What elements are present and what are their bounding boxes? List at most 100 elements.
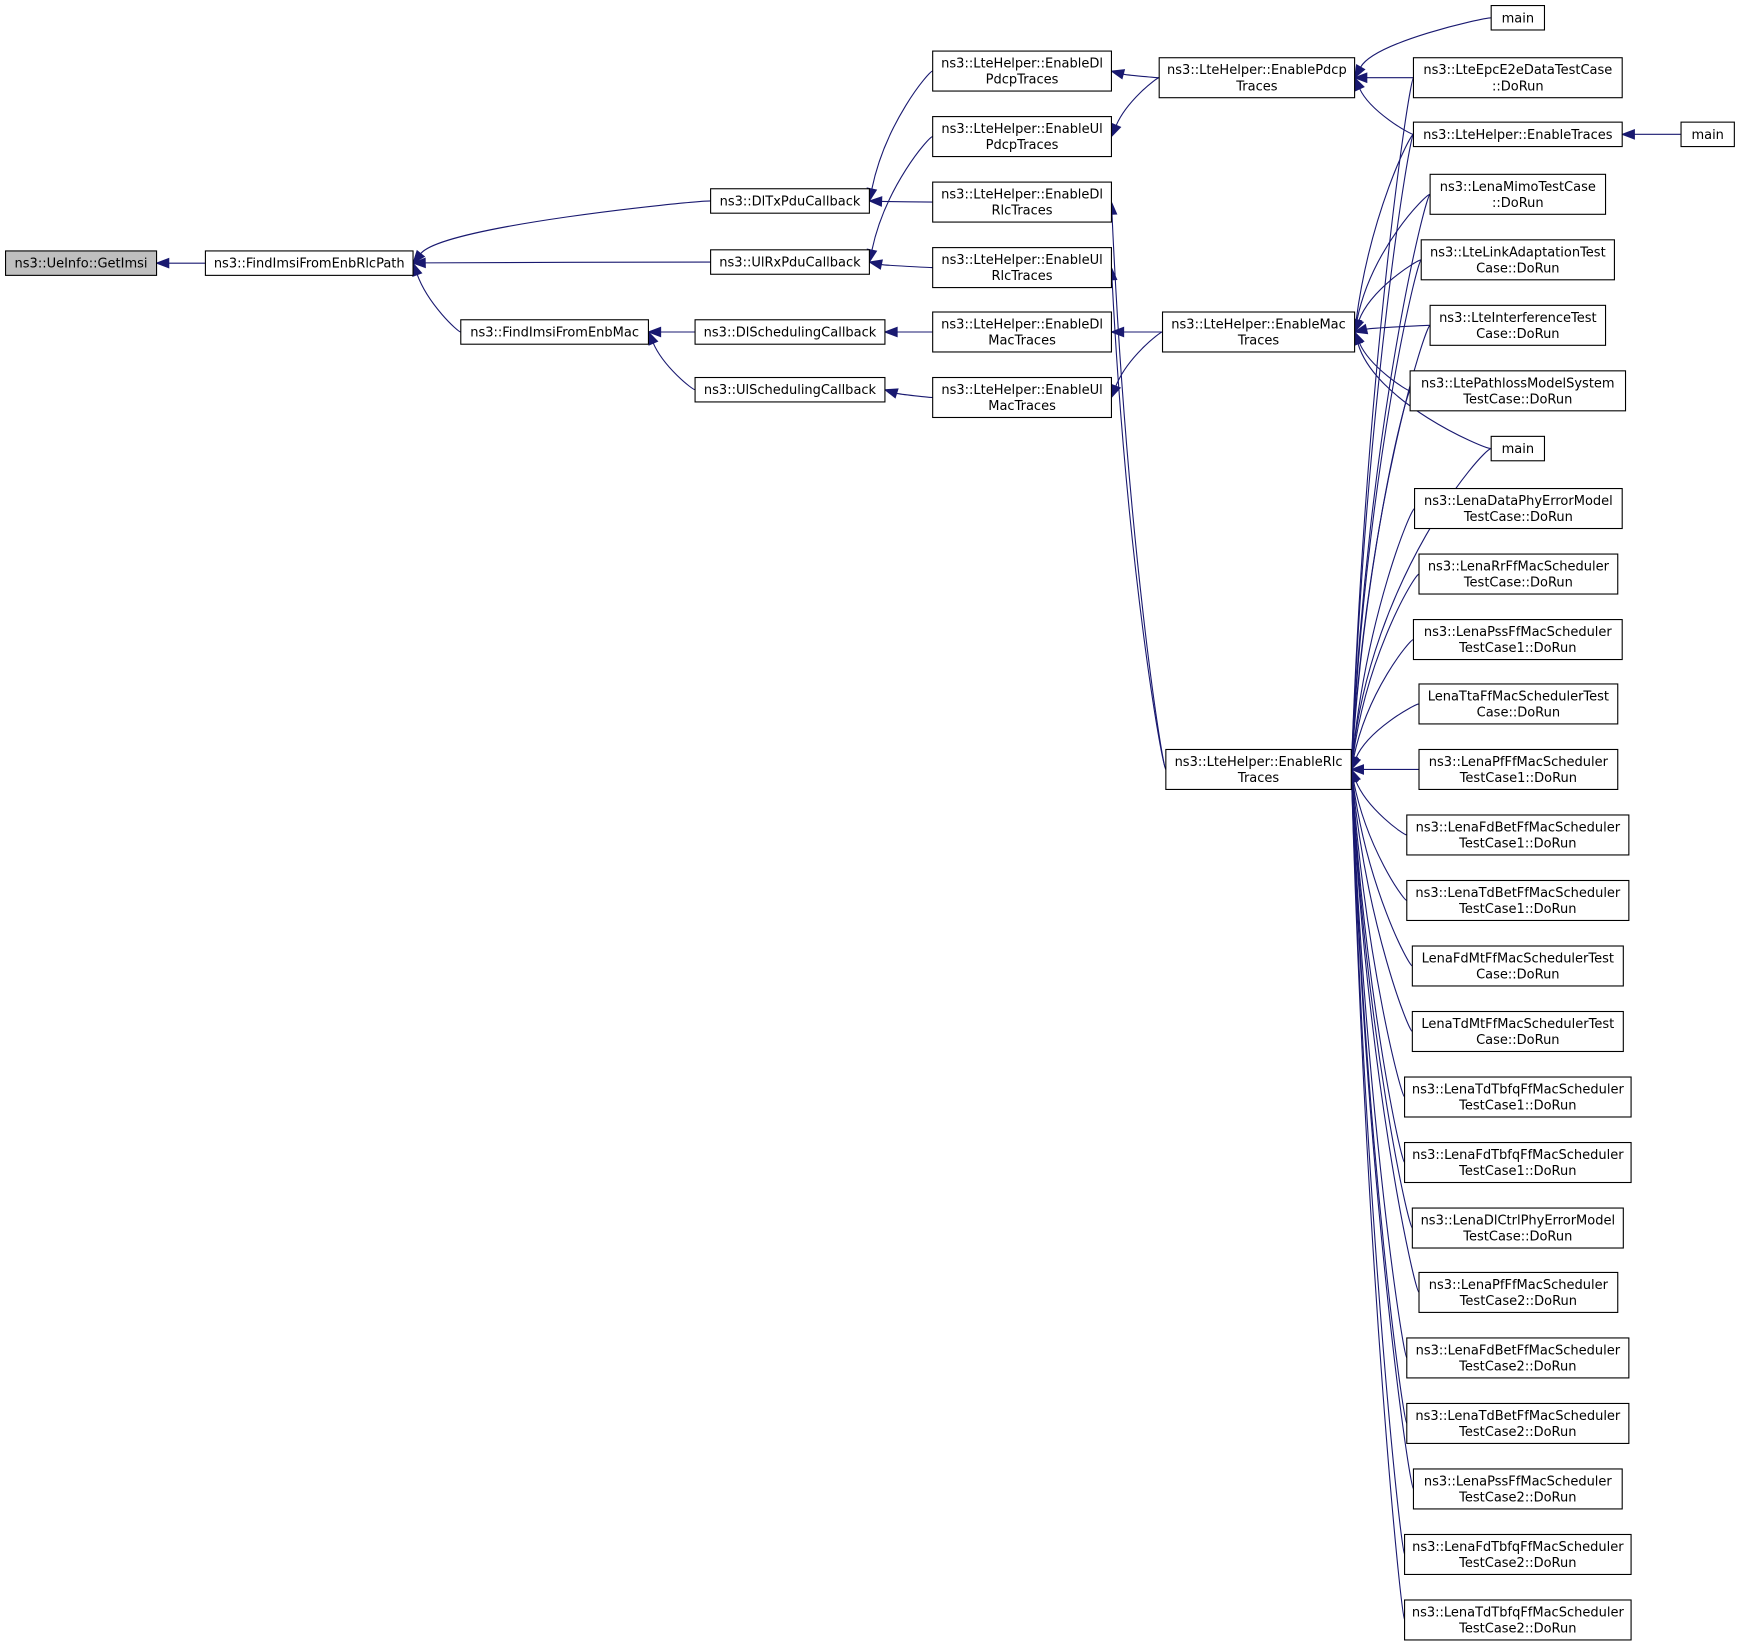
node-main3[interactable]: main	[1490, 435, 1546, 462]
node-dlsched[interactable]: ns3::DlSchedulingCallback	[694, 319, 886, 345]
node-box	[1161, 311, 1356, 353]
node-box	[1409, 370, 1627, 412]
node-label-line: ns3::LteHelper::EnableRlc	[1175, 755, 1343, 770]
node-mimo[interactable]: ns3::LenaMimoTestCase::DoRun	[1429, 173, 1607, 215]
node-label-line: TestCase::DoRun	[1462, 392, 1572, 407]
edge-arrowhead	[155, 257, 170, 269]
node-main1[interactable]: main	[1490, 5, 1546, 31]
node-dlctrl[interactable]: ns3::LenaDlCtrlPhyErrorModelTestCase::Do…	[1411, 1207, 1624, 1249]
edge-line	[1111, 279, 1167, 771]
edge-line	[871, 136, 933, 251]
node-box	[1404, 1533, 1632, 1576]
node-tdtbfq1[interactable]: ns3::LenaTdTbfqFfMacSchedulerTestCase1::…	[1404, 1076, 1632, 1118]
call-edge-main1-to-pdcp	[1353, 17, 1492, 79]
node-box	[1411, 945, 1624, 987]
node-fdtbfq2[interactable]: ns3::LenaFdTbfqFfMacSchedulerTestCase2::…	[1404, 1533, 1632, 1576]
node-pf2[interactable]: ns3::LenaPfFfMacSchedulerTestCase2::DoRu…	[1418, 1271, 1619, 1313]
edge-line	[1351, 133, 1414, 758]
edge-arrowhead	[1353, 64, 1366, 79]
edge-line	[1351, 77, 1414, 758]
node-dataphy[interactable]: ns3::LenaDataPhyErrorModelTestCase::DoRu…	[1414, 487, 1623, 530]
edge-line	[1351, 781, 1420, 1293]
node-label-line: ns3::LenaRrFfMacScheduler	[1428, 559, 1610, 574]
node-box	[710, 188, 870, 214]
node-box	[1414, 487, 1623, 530]
edge-arrowhead	[1620, 128, 1635, 140]
call-edge-dlpdcp-to-dltx	[866, 70, 933, 203]
call-edge-pf1-to-rlc	[1349, 764, 1419, 775]
node-ulsched[interactable]: ns3::UlSchedulingCallback	[694, 376, 886, 403]
node-box	[1412, 57, 1623, 99]
node-traces[interactable]: ns3::LteHelper::EnableTraces	[1412, 121, 1623, 148]
node-label-line: TestCase2::DoRun	[1459, 1294, 1577, 1309]
node-label-line: TestCase2::DoRun	[1458, 1359, 1576, 1374]
edge-arrowhead	[1110, 69, 1126, 80]
node-pathloss[interactable]: ns3::LtePathlossModelSystemTestCase::DoR…	[1409, 370, 1627, 412]
node-ulrx[interactable]: ns3::UlRxPduCallback	[710, 249, 870, 275]
node-box	[932, 50, 1112, 92]
node-label-line: ns3::LenaPfFfMacScheduler	[1429, 755, 1609, 770]
edge-line	[1359, 342, 1411, 392]
node-box	[1418, 1271, 1619, 1313]
node-fdbet1[interactable]: ns3::LenaFdBetFfMacSchedulerTestCase1::D…	[1406, 814, 1630, 856]
node-label-line: ns3::LteHelper::EnableMac	[1171, 317, 1346, 332]
node-epc[interactable]: ns3::LteEpcE2eDataTestCase::DoRun	[1412, 57, 1623, 99]
edge-line	[1351, 781, 1413, 1229]
node-box	[1158, 57, 1356, 99]
node-label-line: ns3::FindImsiFromEnbRlcPath	[214, 257, 405, 272]
node-label-line: ns3::LteHelper::EnableDl	[941, 317, 1103, 332]
node-box	[1406, 879, 1630, 922]
call-edge-ulmac-to-ulsched	[883, 388, 933, 399]
node-tdtbfq2[interactable]: ns3::LenaTdTbfqFfMacSchedulerTestCase2::…	[1404, 1599, 1632, 1641]
edge-arrowhead	[1110, 122, 1122, 138]
node-fdtbfq1[interactable]: ns3::LenaFdTbfqFfMacSchedulerTestCase1::…	[1404, 1141, 1632, 1184]
node-fdbet2[interactable]: ns3::LenaFdBetFfMacSchedulerTestCase2::D…	[1406, 1337, 1630, 1379]
edge-line	[1352, 573, 1420, 758]
edge-arrowhead	[868, 259, 883, 270]
call-edge-main2-to-traces	[1620, 128, 1682, 140]
node-findmac[interactable]: ns3::FindImsiFromEnbMac	[460, 319, 649, 345]
node-dltx[interactable]: ns3::DlTxPduCallback	[710, 188, 870, 214]
node-pss2[interactable]: ns3::LenaPssFfMacSchedulerTestCase2::DoR…	[1412, 1468, 1623, 1510]
node-tdbet2[interactable]: ns3::LenaTdBetFfMacSchedulerTestCase2::D…	[1406, 1402, 1630, 1444]
node-findrlc[interactable]: ns3::FindImsiFromEnbRlcPath	[204, 250, 414, 276]
edge-arrowhead	[867, 196, 883, 207]
node-box	[1404, 1141, 1632, 1184]
node-label-line: Traces	[1237, 771, 1279, 786]
call-edge-fdbet1-to-rlc	[1350, 768, 1407, 836]
node-box	[694, 376, 886, 403]
node-label-line: ns3::LenaMimoTestCase	[1440, 180, 1596, 195]
node-box	[1429, 173, 1607, 215]
node-label-line: main	[1502, 11, 1534, 26]
node-label-line: ns3::DlSchedulingCallback	[704, 325, 877, 340]
node-pf1[interactable]: ns3::LenaPfFfMacSchedulerTestCase1::DoRu…	[1418, 748, 1619, 790]
node-label-line: ns3::LenaDataPhyErrorModel	[1424, 494, 1613, 509]
node-label-line: ns3::LteHelper::EnableTraces	[1423, 128, 1613, 143]
node-pss1[interactable]: ns3::LenaPssFfMacSchedulerTestCase1::DoR…	[1412, 619, 1623, 661]
edge-line	[1351, 781, 1406, 1164]
node-box	[204, 250, 414, 276]
node-main2[interactable]: main	[1680, 121, 1735, 148]
node-label-line: RlcTraces	[992, 204, 1053, 219]
node-label-line: Case::DoRun	[1476, 261, 1559, 276]
node-tdbet1[interactable]: ns3::LenaTdBetFfMacSchedulerTestCase1::D…	[1406, 879, 1630, 922]
call-edge-mimo-to-rlc	[1346, 193, 1431, 771]
node-getimsi[interactable]: ns3::UeInfo::GetImsi	[5, 250, 158, 276]
edge-line	[1351, 781, 1406, 1098]
node-label-line: MacTraces	[988, 399, 1056, 414]
